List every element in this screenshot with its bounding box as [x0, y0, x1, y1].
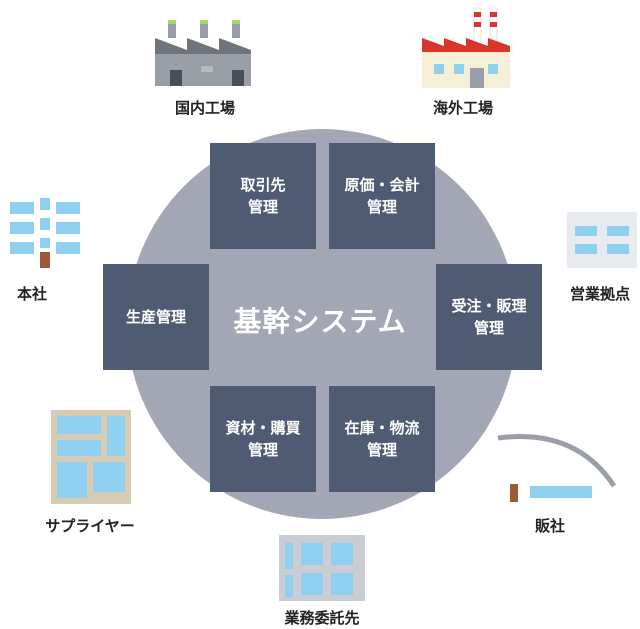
domestic-factory-icon: [155, 20, 251, 86]
module-label: 生産管理: [125, 308, 186, 326]
module-supplier-management[interactable]: 取引先 管理: [210, 143, 316, 249]
module-label: 受注・販理 管理: [451, 297, 527, 337]
module-label: 原価・会計 管理: [344, 176, 420, 216]
module-label: 資材・購買 管理: [225, 419, 301, 459]
label-supplier: サプライヤー: [45, 517, 135, 535]
sales-office-icon: [567, 212, 637, 268]
module-production-management[interactable]: 生産管理: [103, 264, 209, 370]
label-sales-office: 営業拠点: [569, 285, 630, 303]
supplier-icon: [51, 410, 131, 504]
module-inventory-logistics[interactable]: 在庫・物流 管理: [329, 386, 435, 492]
label-domestic-factory: 国内工場: [174, 99, 235, 117]
contractor-icon: [279, 535, 365, 601]
core-system-title: 基幹システム: [233, 305, 407, 338]
head-office-icon: [10, 198, 80, 268]
label-overseas-factory: 海外工場: [432, 99, 493, 117]
module-materials-purchasing[interactable]: 資材・購買 管理: [210, 386, 316, 492]
label-head-office: 本社: [16, 285, 47, 303]
label-sales-company: 販社: [534, 517, 565, 535]
sales-company-icon: [497, 434, 617, 502]
module-order-sales[interactable]: 受注・販理 管理: [436, 264, 542, 370]
module-label: 在庫・物流 管理: [344, 419, 420, 459]
module-cost-accounting[interactable]: 原価・会計 管理: [329, 143, 435, 249]
overseas-factory-icon: [422, 7, 510, 88]
module-label: 取引先 管理: [240, 176, 286, 216]
label-contractor: 業務委託先: [284, 609, 360, 627]
